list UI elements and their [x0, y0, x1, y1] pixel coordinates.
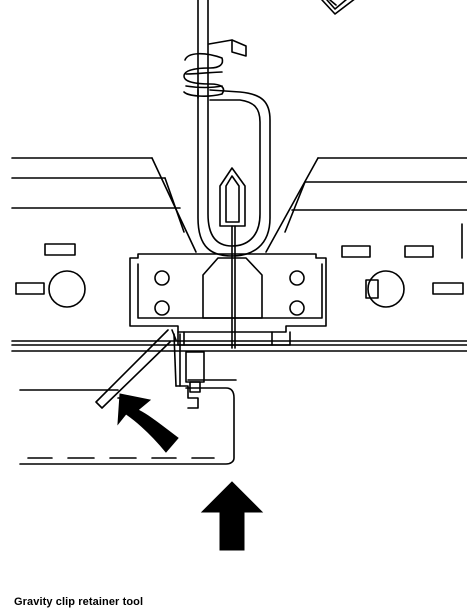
- hanger-wire: [183, 0, 271, 257]
- hanger-clip: [129, 253, 327, 346]
- runner-slots-right: [341, 223, 464, 308]
- curved-arrow-icon: [117, 393, 179, 453]
- tee-runner-left: [11, 157, 197, 253]
- corner-detail: [321, 0, 355, 15]
- up-arrow-icon: [200, 481, 264, 551]
- runner-flange: [11, 340, 467, 352]
- wire-loop: [219, 167, 246, 349]
- figure-caption: Gravity clip retainer tool: [14, 596, 144, 608]
- tee-runner-right: [265, 157, 467, 253]
- runner-slots-left: [15, 243, 86, 308]
